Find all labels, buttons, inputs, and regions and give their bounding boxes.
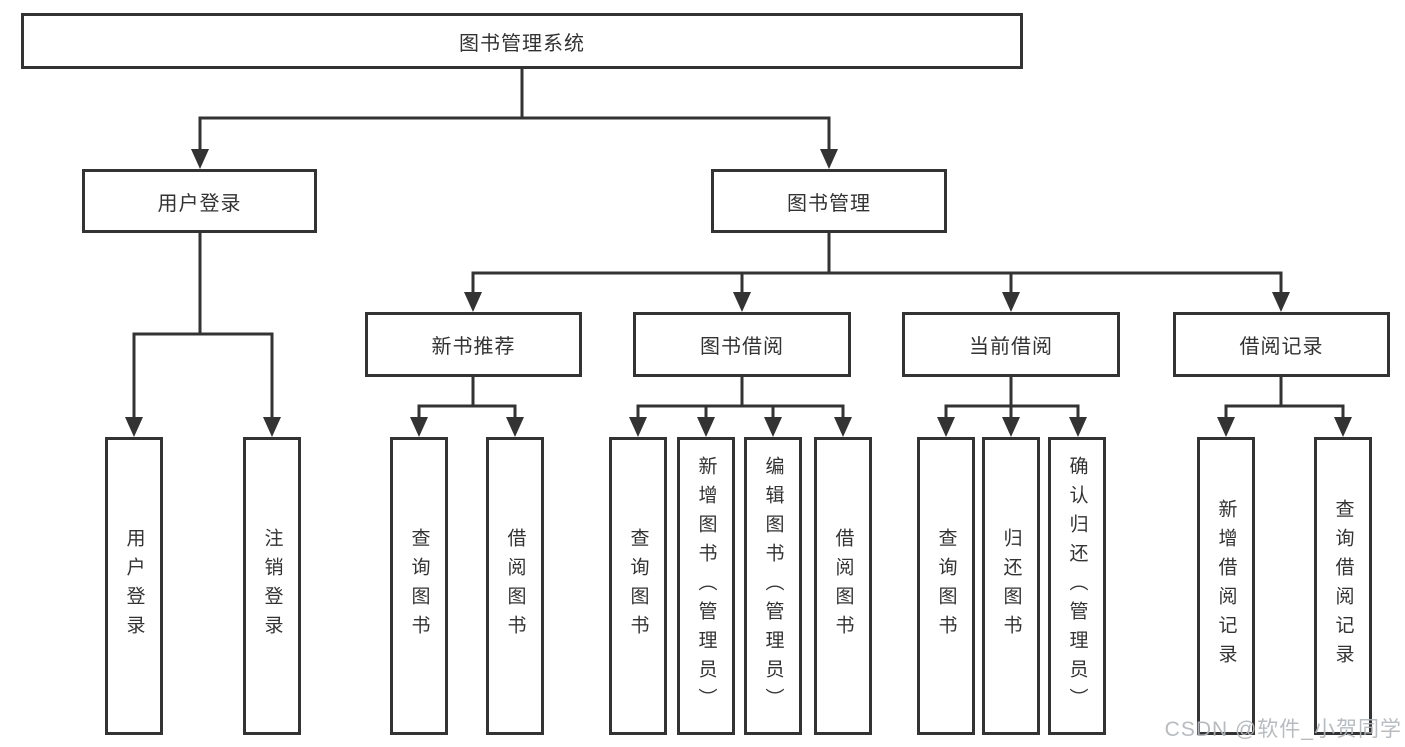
leaf-query-books-borrow: 查询图书 [609, 437, 667, 735]
connector-current-borrow-to-leaves [937, 375, 1087, 437]
leaf-confirm-return-admin: 确认归还（管理员） [1048, 437, 1106, 735]
leaf-label: 用户登录 [123, 528, 145, 644]
node-user-login: 用户登录 [82, 169, 317, 233]
node-borrow-records: 借阅记录 [1173, 312, 1390, 377]
connector-book-borrow-to-leaves [629, 375, 852, 437]
node-new-book-recommend: 新书推荐 [365, 312, 582, 377]
leaf-query-books-recommend: 查询图书 [390, 437, 448, 735]
node-label: 当前借阅 [969, 336, 1053, 358]
connector-user-login-to-leaves [125, 231, 281, 437]
leaf-label: 借阅图书 [504, 528, 526, 644]
leaf-add-books-admin: 新增图书（管理员） [677, 437, 735, 735]
node-label: 用户登录 [157, 192, 242, 215]
node-label: 新书推荐 [431, 336, 516, 358]
node-label: 图书借阅 [700, 336, 784, 358]
node-label: 图书管理 [787, 192, 871, 215]
connector-new-book-to-leaves [410, 375, 524, 437]
leaf-label: 查询图书 [935, 528, 957, 644]
leaf-label: 确认归还（管理员） [1066, 455, 1088, 717]
node-label: 借阅记录 [1239, 336, 1324, 358]
connector-book-mgmt-to-level3 [464, 231, 1290, 312]
node-current-borrow: 当前借阅 [902, 312, 1120, 377]
connector-borrow-records-to-leaves [1217, 375, 1352, 437]
leaf-label: 新增借阅记录 [1215, 499, 1237, 673]
leaf-add-borrow-record: 新增借阅记录 [1197, 437, 1255, 735]
leaf-user-login: 用户登录 [105, 437, 163, 735]
leaf-query-borrow-record: 查询借阅记录 [1314, 437, 1372, 735]
csdn-watermark: CSDN @软件_小贺同学 [1164, 718, 1402, 741]
connector-root-to-level2 [191, 67, 838, 169]
leaf-label: 注销登录 [261, 528, 283, 644]
leaf-label: 编辑图书（管理员） [762, 455, 784, 717]
leaf-label: 新增图书（管理员） [695, 455, 717, 717]
node-book-management: 图书管理 [711, 169, 947, 233]
leaf-logout-login: 注销登录 [243, 437, 301, 735]
leaf-label: 借阅图书 [832, 528, 854, 644]
leaf-query-books-current: 查询图书 [917, 437, 975, 735]
leaf-label: 查询图书 [627, 528, 649, 644]
leaf-label: 查询借阅记录 [1332, 499, 1354, 673]
leaf-label: 查询图书 [408, 528, 430, 644]
leaf-borrow-books-borrow: 借阅图书 [814, 437, 872, 735]
node-system-root: 图书管理系统 [21, 13, 1023, 69]
leaf-borrow-books-recommend: 借阅图书 [486, 437, 544, 735]
leaf-edit-books-admin: 编辑图书（管理员） [744, 437, 802, 735]
node-label: 图书管理系统 [459, 32, 585, 55]
leaf-return-books: 归还图书 [982, 437, 1040, 735]
leaf-label: 归还图书 [1000, 528, 1022, 644]
node-book-borrow: 图书借阅 [633, 312, 851, 377]
